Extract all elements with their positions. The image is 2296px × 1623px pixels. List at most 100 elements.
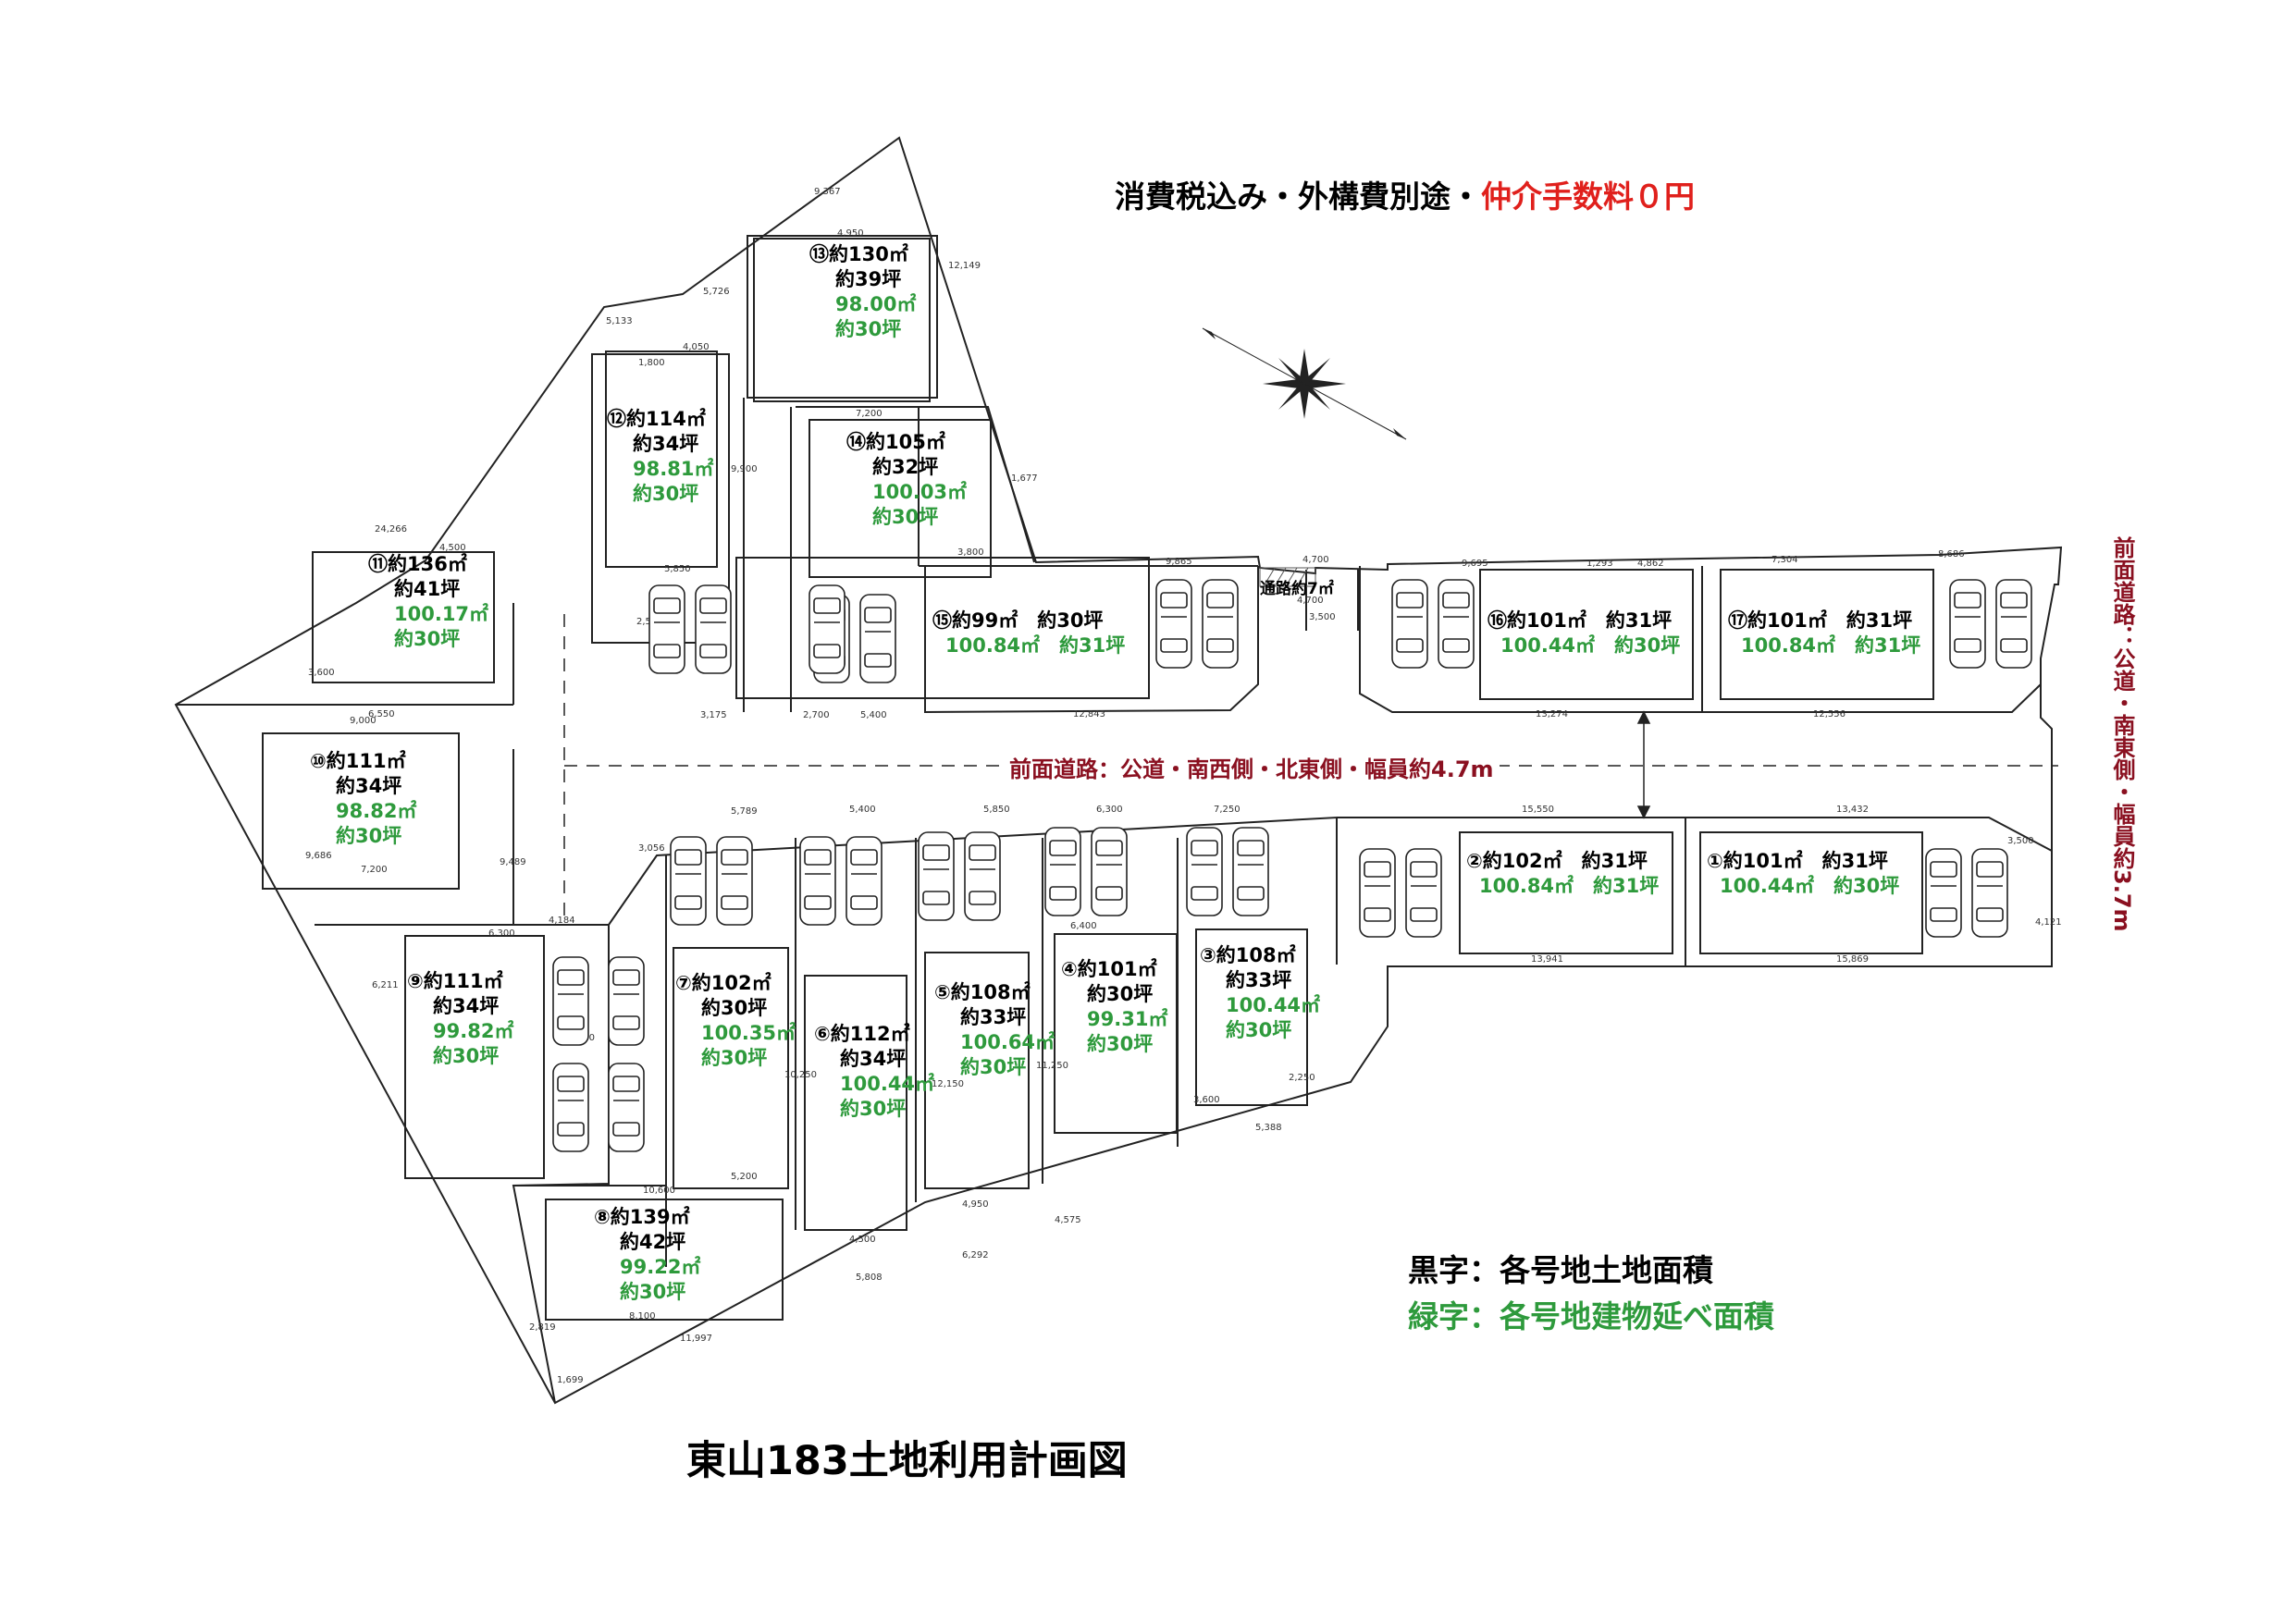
car-icon [1925,848,1962,938]
car-icon [964,831,1001,921]
dimension-label: 2,250 [1289,1073,1315,1083]
dimension-label: 5,850 [983,805,1010,815]
dimension-label: 1,800 [638,358,665,368]
car-icon [809,584,846,674]
land-area-m2: 約108㎡ [950,981,1031,1003]
floor-area-tsubo: 約30坪 [701,1047,768,1069]
land-area-m2: 約111㎡ [326,750,406,772]
floor-area-tsubo: 約30坪 [960,1056,1027,1078]
dimension-label: 8,686 [1938,549,1965,559]
dimension-label: 3,500 [2007,836,2034,846]
dimension-label: 5,850 [664,564,691,574]
dimension-label: 1,699 [557,1375,584,1385]
dimension-label: 5,388 [1255,1123,1282,1133]
dimension-label: 5,400 [860,710,887,720]
page-title: 東山183土地利用計画図 [686,1438,1128,1484]
floor-area-m2: 100.44㎡ [1500,634,1596,657]
lot-number: ⑤ [934,981,951,1003]
land-area-m2: 約101㎡ [1747,609,1827,632]
dimension-label: 9,000 [350,716,376,726]
land-area-tsubo: 約34坪 [633,433,699,455]
land-area-m2: 約105㎡ [866,431,945,453]
dimension-label: 10,600 [643,1186,675,1196]
dimension-label: 6,211 [372,980,399,990]
side-road-label: 前面道路：公道・南東側・幅員約3.7m [2109,536,2135,932]
dimension-label: 4,050 [683,342,710,352]
car-icon [799,836,836,926]
dimension-label: 3,600 [1193,1095,1220,1105]
dimension-label: 6,292 [962,1250,989,1260]
car-icon [1949,579,1986,669]
land-area-tsubo: 約33坪 [960,1006,1027,1028]
floor-area-tsubo: 約30坪 [433,1045,500,1067]
floor-area-tsubo: 約30坪 [336,825,402,847]
car-icon [1044,827,1081,916]
land-area-tsubo: 約31坪 [1845,609,1913,632]
dimension-label: 5,133 [606,316,633,326]
dimension-label: 4,950 [837,228,864,239]
car-icon [859,594,896,683]
notice-black: 消費税込み・外構費別途・ [1115,178,1481,215]
dimension-label: 5,808 [856,1273,883,1283]
dimension-label: 4,500 [849,1235,876,1245]
floor-area-m2: 98.00㎡ [835,293,917,315]
dimension-label: 13,432 [1836,805,1869,815]
car-icon [608,1063,645,1152]
floor-area-m2: 100.84㎡ [1741,634,1836,657]
dimension-label: 9,686 [305,851,332,861]
car-icon [1155,579,1192,669]
car-icon [552,956,589,1046]
floor-area-tsubo: 約30坪 [1226,1019,1292,1041]
dimension-label: 7,200 [856,409,883,419]
lot-number: ⑰ [1728,609,1747,632]
car-icon [1202,579,1239,669]
lot-number: ⑦ [675,972,692,994]
lot-number: ⑯ [1487,609,1507,632]
lot-number: ⑪ [368,553,388,575]
car-icon [608,956,645,1046]
lot-number: ③ [1200,944,1216,966]
dimension-label: 15,550 [1522,805,1554,815]
land-area-m2: 約111㎡ [423,970,503,992]
land-area-tsubo: 約30坪 [1087,983,1154,1005]
car-icon [1091,827,1128,916]
floor-area-tsubo: 約31坪 [1593,875,1660,897]
land-area-m2: 約101㎡ [1507,609,1586,632]
lot-number: ② [1466,850,1483,872]
dimension-label: 4,950 [962,1199,989,1210]
land-area-tsubo: 約33坪 [1226,969,1292,991]
land-area-m2: 約139㎡ [610,1206,690,1228]
floor-area-tsubo: 約30坪 [394,628,461,650]
compass-rose-icon [1202,327,1407,440]
car-icon [1405,848,1442,938]
dimension-label: 4,500 [439,543,466,553]
dimension-label: 3,800 [957,547,984,558]
floor-area-tsubo: 約30坪 [1087,1033,1154,1055]
dimension-label: 5,789 [731,806,758,817]
car-icon [716,836,753,926]
lot-number: ⑨ [407,970,424,992]
dimension-label: 9,695 [1462,559,1488,569]
dimension-label: 5,726 [703,287,730,297]
dimension-label: 8,100 [629,1311,656,1322]
floor-area-tsubo: 約30坪 [840,1098,907,1120]
floor-area-m2: 100.44㎡ [840,1073,935,1095]
land-area-tsubo: 約31坪 [1581,850,1648,872]
dimension-label: 3,175 [700,710,727,720]
front-road-label: 前面道路：公道・南西側・北東側・幅員約4.7m [1004,751,1500,783]
lot-number: ⑫ [607,408,626,430]
dimension-label: 7,200 [361,865,388,875]
dimension-label: 4,575 [1055,1215,1081,1225]
car-icon [1232,827,1269,916]
floor-area-tsubo: 約30坪 [1614,634,1681,657]
